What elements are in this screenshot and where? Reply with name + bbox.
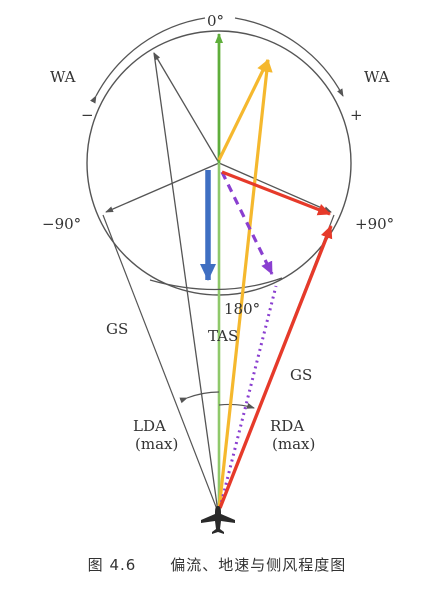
figure-title: 偏流、地速与侧风程度图 (170, 556, 347, 574)
label-minus-90: −90° (42, 215, 81, 233)
label-180-deg: 180° (224, 300, 260, 318)
gs-vector-to-top-left (153, 52, 219, 513)
red-gs-vector (218, 225, 333, 509)
label-wa-right: WA (364, 68, 390, 86)
label-gs-right: GS (290, 366, 312, 384)
wa-arc-right (234, 17, 344, 97)
yellow-wind-vector (217, 59, 270, 161)
wind-vector-left (105, 162, 220, 213)
label-plus: + (350, 106, 363, 124)
wind-vector-upper-left (153, 52, 220, 164)
label-rda-max: (max) (272, 435, 315, 453)
purple-gs-vector (218, 285, 278, 509)
label-tas: TAS (208, 327, 238, 345)
arc-180-segment (149, 277, 283, 291)
wind-vector-right (218, 162, 332, 213)
label-rda: RDA (270, 417, 304, 435)
gs-left-tangent-line (102, 214, 219, 513)
aircraft-icon (201, 506, 235, 534)
label-gs-left: GS (106, 320, 128, 338)
wa-arc-left (90, 17, 206, 104)
yellow-gs-vector (217, 59, 273, 511)
label-0-deg: 0° (207, 12, 224, 30)
rda-arc (218, 403, 255, 409)
figure-caption: 图 4.6 偏流、地速与侧风程度图 (0, 554, 434, 575)
label-plus-90: +90° (355, 215, 394, 233)
label-lda-max: (max) (135, 435, 178, 453)
label-minus: − (81, 106, 94, 124)
label-lda: LDA (133, 417, 166, 435)
figure-number: 图 4.6 (87, 556, 137, 574)
red-wind-vector (221, 170, 331, 216)
purple-wind-vector (220, 171, 274, 275)
label-wa-left: WA (50, 68, 76, 86)
lda-arc (179, 391, 220, 404)
